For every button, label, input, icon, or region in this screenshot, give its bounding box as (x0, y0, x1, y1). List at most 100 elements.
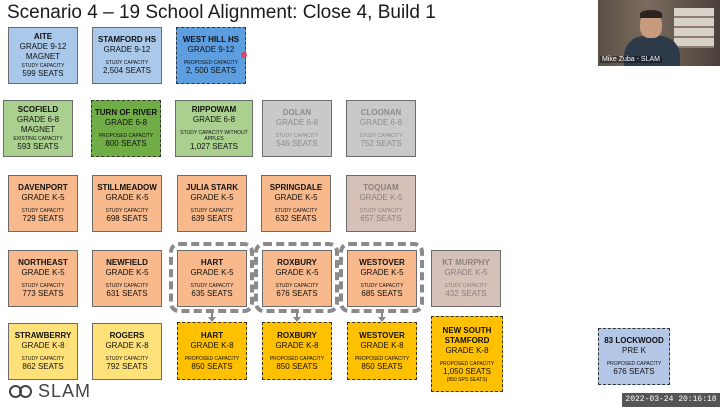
capacity-label: PROPOSED CAPACITY (183, 60, 239, 66)
seat-count: 752 SEATS (360, 139, 402, 148)
school-grade: GRADE K-5 (444, 268, 488, 277)
participant-name-label: Mike Zuba - SLAM (600, 56, 662, 63)
school-westover: WESTOVER GRADE K-5 STUDY CAPACITY 685 SE… (347, 250, 417, 307)
seat-count: 599 SEATS (22, 69, 64, 78)
school-extra: MAGNET (20, 125, 56, 134)
school-name: HART (200, 330, 224, 340)
school-name: KT MURPHY (442, 258, 490, 267)
school-aite: AITE GRADE 9-12 MAGNET STUDY CAPACITY 59… (8, 27, 78, 84)
school-name: STILLMEADOW (97, 183, 157, 192)
school-name: JULIA STARK (186, 183, 238, 192)
capacity-label: PROPOSED CAPACITY (98, 133, 154, 139)
capacity-label: STUDY CAPACITY (105, 356, 149, 362)
school-cloonan: CLOONAN GRADE 6-8 STUDY CAPACITY 752 SEA… (346, 100, 416, 157)
school-name: 83 LOCKWOOD (604, 336, 664, 345)
school-grade: GRADE 9-12 (187, 45, 235, 54)
school-name: TURN OF RIVER (94, 108, 158, 117)
school-name: ROGERS (109, 331, 145, 340)
arrow-head-icon (208, 317, 216, 322)
school-name: CLOONAN (360, 108, 402, 117)
school-grade: GRADE K-5 (190, 193, 234, 202)
school-stamford-hs: STAMFORD HS GRADE 9-12 STUDY CAPACITY 2,… (92, 27, 162, 84)
school-grade: GRADE K-8 (105, 341, 149, 350)
school-name: NEWFIELD (106, 258, 148, 267)
school-grade: GRADE K-8 (190, 340, 234, 350)
school-name: AITE (33, 32, 53, 41)
seat-count: 676 SEATS (276, 289, 318, 298)
capacity-label: STUDY CAPACITY WITHOUT APPLES (180, 130, 248, 142)
school-grade: GRADE K-5 (105, 193, 149, 202)
school-stillmeadow: STILLMEADOW GRADE K-5 STUDY CAPACITY 698… (92, 175, 162, 232)
school-extra: MAGNET (25, 52, 61, 61)
school-grade: GRADE 6-8 (104, 118, 148, 127)
capacity-label: STUDY CAPACITY (21, 356, 65, 362)
capacity-label: PROPOSED CAPACITY (184, 355, 240, 362)
school-name: RIPPOWAM (191, 105, 237, 114)
school-west-hill-hs: WEST HILL HS GRADE 9-12 PROPOSED CAPACIT… (176, 27, 246, 84)
school-hart-k8: HART GRADE K-8 PROPOSED CAPACITY 850 SEA… (177, 322, 247, 380)
participant-hair (640, 10, 662, 18)
seat-count: 676 SEATS (613, 367, 655, 376)
school-grade: GRADE 6-8 (192, 115, 236, 124)
school-grade: GRADE 6-8 (359, 118, 403, 127)
seat-count: 862 SEATS (22, 362, 64, 371)
conversion-arrow (381, 313, 383, 318)
seat-count: 2,504 SEATS (103, 66, 151, 75)
capacity-label: STUDY CAPACITY (444, 283, 488, 289)
capacity-label: STUDY CAPACITY (275, 133, 319, 139)
school-grade: GRADE 9-12 (103, 45, 151, 54)
school-grade: GRADE 6-8 (275, 118, 319, 127)
school-name: TOQUAM (363, 183, 399, 192)
seat-count: 850 SEATS (361, 361, 403, 371)
pointer-cursor-icon (241, 52, 247, 58)
conversion-highlight-ring (169, 242, 254, 313)
school-grade: GRADE K-5 (105, 268, 149, 277)
capacity-label: PROPOSED CAPACITY (354, 355, 410, 362)
conversion-arrow (211, 313, 213, 318)
capacity-label: EXISTING CAPACITY (13, 136, 63, 142)
school-westover-k8: WESTOVER GRADE K-8 PROPOSED CAPACITY 850… (347, 322, 417, 380)
school-83-lockwood: 83 LOCKWOOD PRE K PROPOSED CAPACITY 676 … (598, 328, 670, 385)
seat-count: 593 SEATS (17, 142, 59, 151)
seat-note: (850 SPS SEATS) (446, 376, 488, 383)
school-grade: GRADE K-5 (21, 268, 65, 277)
logo-text: SLAM (38, 381, 92, 401)
seat-count: 631 SEATS (106, 289, 148, 298)
school-springdale: SPRINGDALE GRADE K-5 STUDY CAPACITY 632 … (261, 175, 331, 232)
school-northeast: NORTHEAST GRADE K-5 STUDY CAPACITY 773 S… (8, 250, 78, 307)
seat-count: 685 SEATS (361, 289, 403, 298)
conversion-arrow (296, 313, 298, 318)
school-grade: PRE K (621, 346, 646, 355)
slide-title: Scenario 4 – 19 School Alignment: Close … (7, 2, 436, 23)
seat-count: 850 SEATS (276, 361, 318, 371)
seat-count: 1,050 SEATS (443, 366, 491, 376)
school-hart: HART GRADE K-5 STUDY CAPACITY 635 SEATS (177, 250, 247, 307)
school-name: DAVENPORT (18, 183, 68, 192)
capacity-label: STUDY CAPACITY (359, 208, 403, 214)
capacity-label: STUDY CAPACITY (190, 283, 234, 289)
seat-count: 792 SEATS (106, 362, 148, 371)
school-scofield: SCOFIELD GRADE 6-8 MAGNET EXISTING CAPAC… (3, 100, 73, 157)
capacity-label: STUDY CAPACITY (105, 283, 149, 289)
school-name: WESTOVER (359, 330, 405, 340)
seat-count: 1,027 SEATS (190, 142, 238, 151)
participant-body (624, 36, 680, 66)
school-kt-murphy: KT MURPHY GRADE K-5 STUDY CAPACITY 432 S… (431, 250, 501, 307)
school-name: SCOFIELD (17, 105, 59, 114)
school-grade: GRADE K-5 (274, 193, 318, 202)
school-grade: GRADE K-8 (360, 340, 404, 350)
school-name: WESTOVER (359, 258, 405, 267)
school-name: DOLAN (282, 108, 312, 117)
slam-logo-icon (8, 383, 34, 401)
school-roxbury: ROXBURY GRADE K-5 STUDY CAPACITY 676 SEA… (262, 250, 332, 307)
school-grade: GRADE K-5 (359, 193, 403, 202)
school-grade: GRADE 9-12 (19, 42, 67, 51)
school-name: ROXBURY (277, 258, 317, 267)
school-name: NORTHEAST (18, 258, 68, 267)
capacity-label: STUDY CAPACITY (190, 208, 234, 214)
seat-count: 432 SEATS (445, 289, 487, 298)
participant-video-tile[interactable]: Mike Zuba - SLAM (598, 0, 720, 66)
school-new-south-stamford: NEW SOUTH STAMFORD GRADE K-8 PROPOSED CA… (431, 316, 503, 392)
school-grade: GRADE K-5 (275, 268, 319, 277)
seat-count: 639 SEATS (191, 214, 233, 223)
